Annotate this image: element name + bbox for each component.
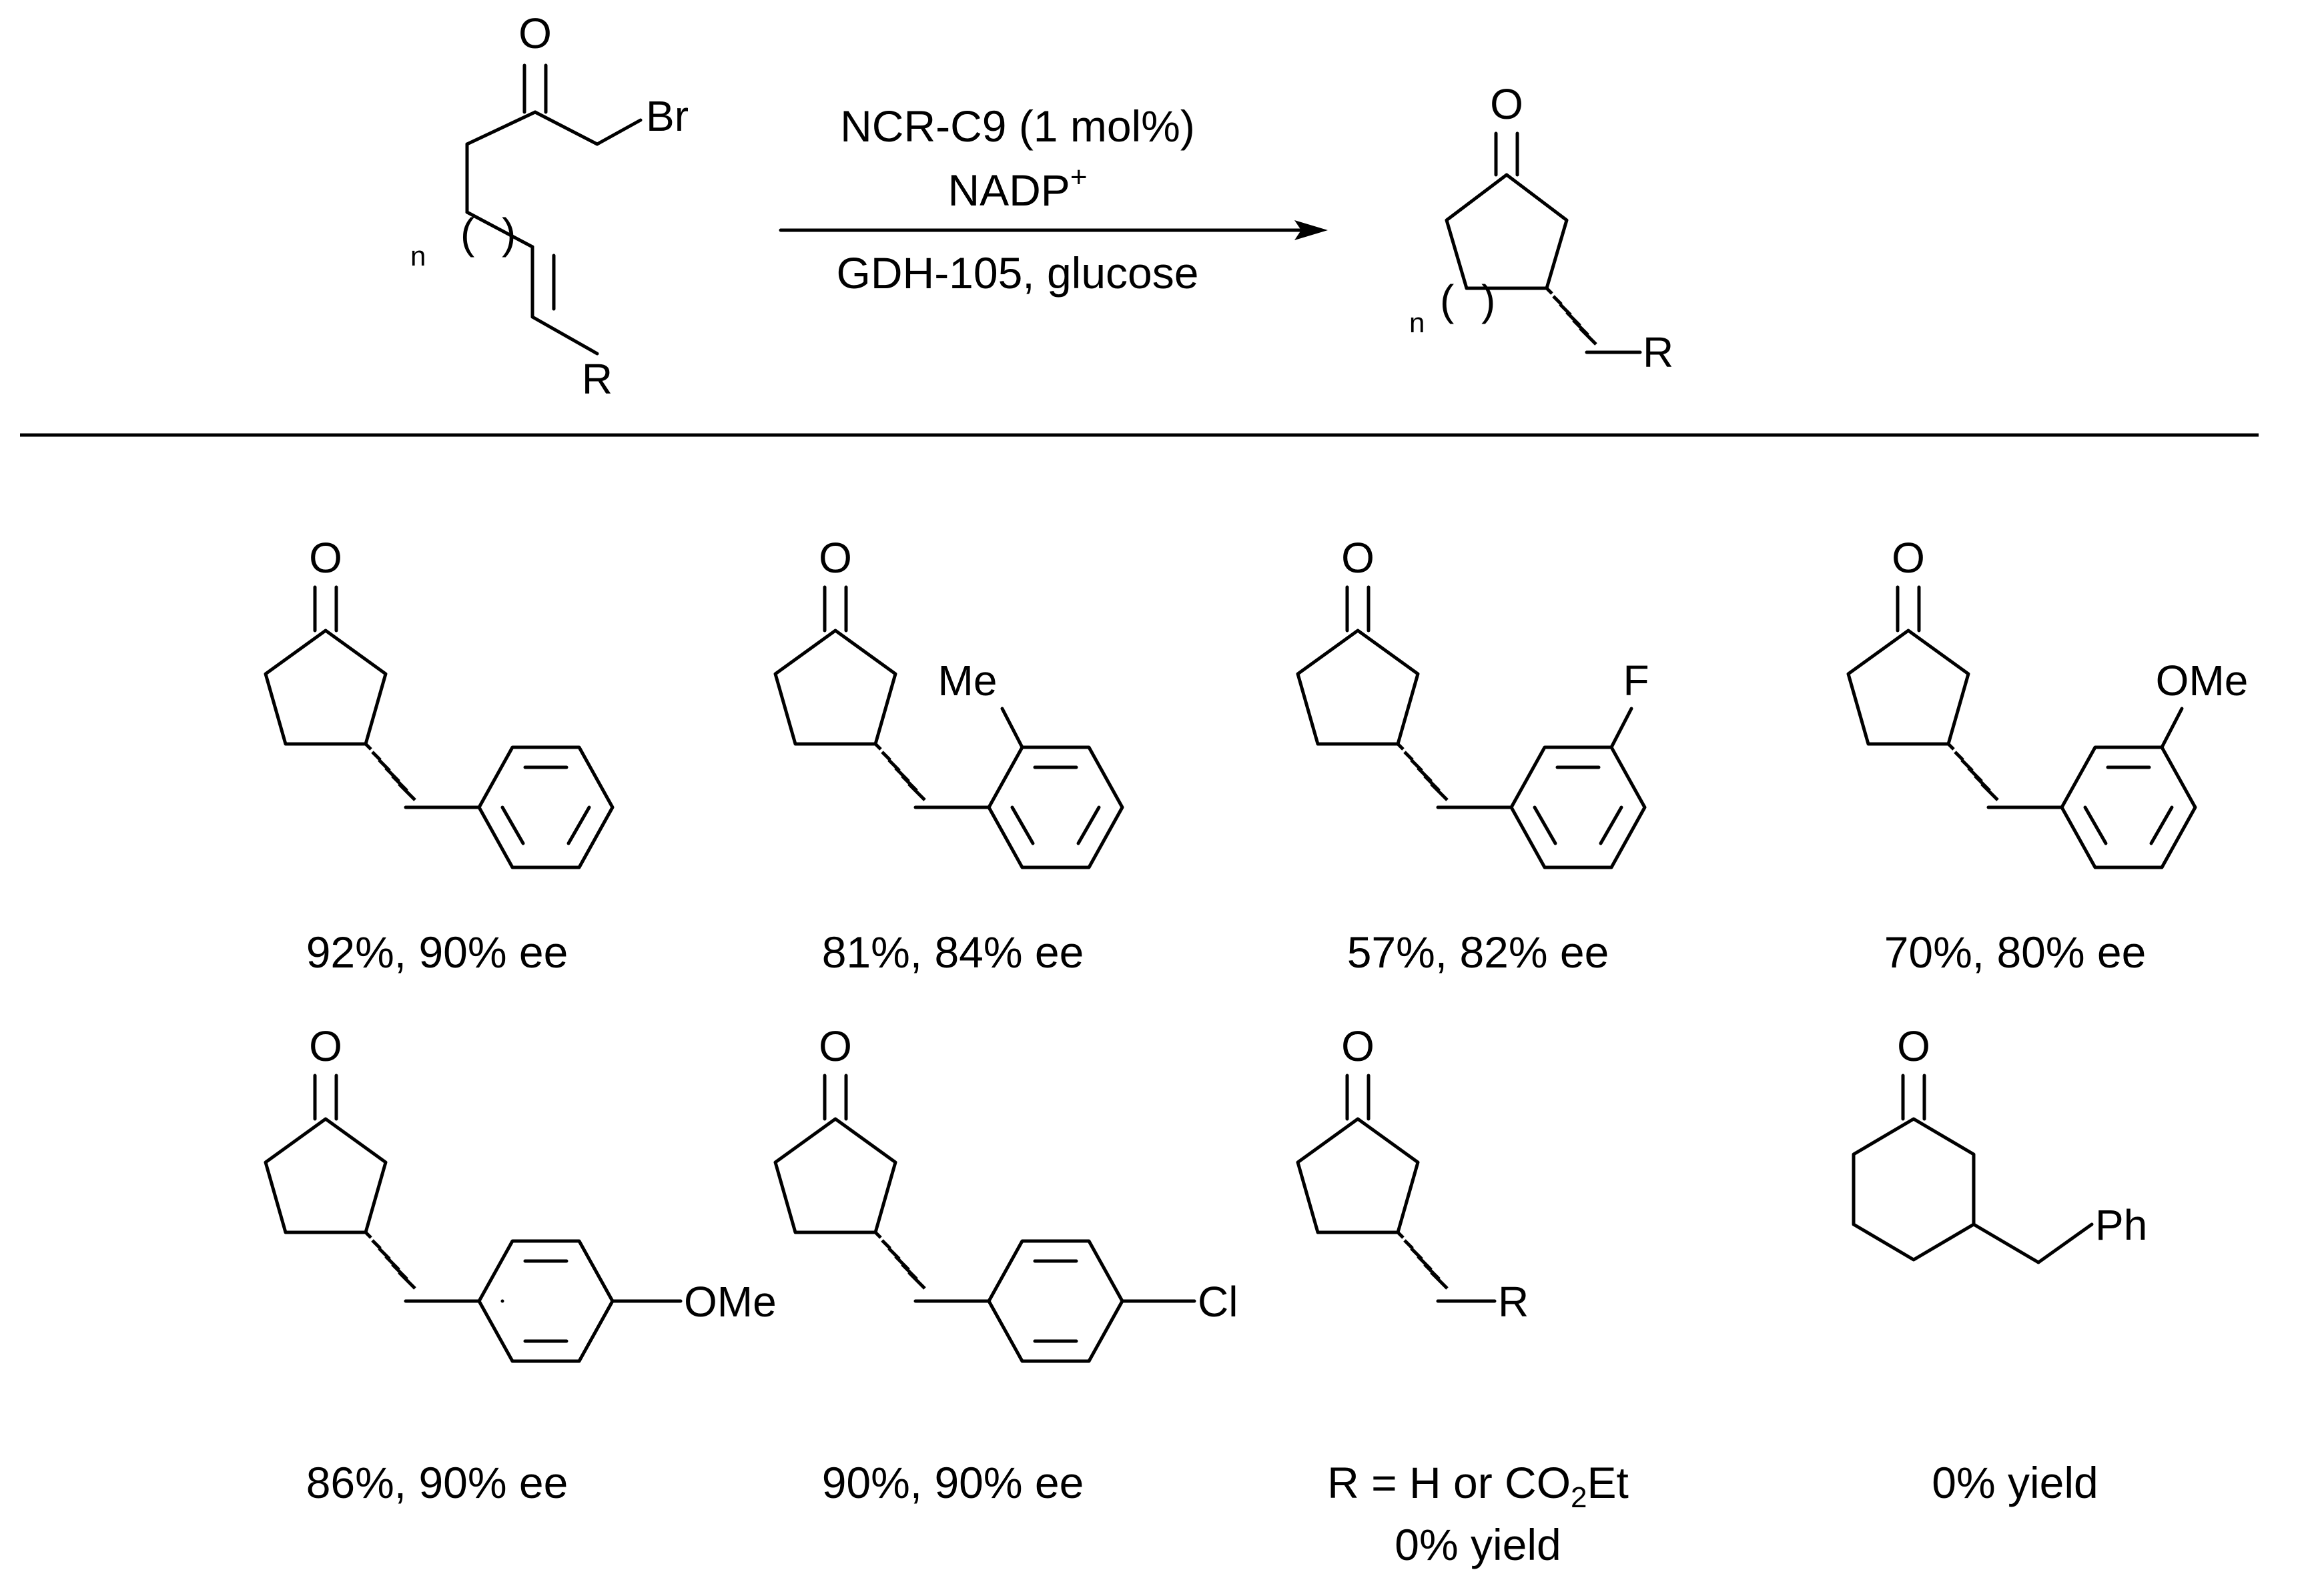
example-7-r-group: R xyxy=(1498,1278,1529,1326)
carbonyl-oxygen: O xyxy=(309,1022,342,1070)
product-paren-close: ) xyxy=(1481,276,1495,324)
example-2-structure: O xyxy=(773,534,1124,869)
carbonyl-oxygen: O xyxy=(1892,534,1925,582)
example-3-fluoro-label: F xyxy=(1623,657,1649,705)
reactant-paren-close: ) xyxy=(502,210,516,258)
reactant-bromine: Br xyxy=(646,92,689,140)
example-5-methoxy-label: OMe xyxy=(684,1278,777,1326)
condition-cofactor: NADP+ xyxy=(947,161,1087,215)
carbonyl-oxygen: O xyxy=(1897,1022,1930,1070)
reaction-arrowhead xyxy=(1294,220,1328,240)
cofactor-charge: + xyxy=(1070,161,1088,193)
example-6-structure: O xyxy=(773,1022,1196,1363)
example-7-structure: O xyxy=(1296,1022,1497,1303)
example-7-result-line1: R = H or CO2Et xyxy=(1327,1458,1629,1514)
example-4-methoxy-label: OMe xyxy=(2156,657,2249,705)
product-structure: O R ( ) n xyxy=(1409,80,1673,376)
reactant-bond xyxy=(533,110,599,146)
example-1-result: 92%, 90% ee xyxy=(306,927,568,977)
product-paren-open: ( xyxy=(1440,276,1454,324)
example-8-structure: O xyxy=(1852,1022,2094,1264)
cofactor-name: NADP xyxy=(947,165,1070,215)
carbonyl-oxygen: O xyxy=(1341,1022,1375,1070)
reactant-paren-open: ( xyxy=(460,210,474,258)
reactant-bond xyxy=(465,110,537,146)
result-subscript: 2 xyxy=(1571,1481,1587,1514)
carbonyl-oxygen: O xyxy=(309,534,342,582)
result-text-end: Et xyxy=(1587,1458,1629,1507)
reactant-carbonyl-oxygen: O xyxy=(518,9,552,57)
reactant-bond xyxy=(595,118,643,146)
reactant-bond xyxy=(465,210,534,249)
condition-regeneration: GDH-105, glucose xyxy=(837,248,1199,298)
example-3-result: 57%, 82% ee xyxy=(1347,927,1609,977)
example-5-structure: O xyxy=(264,1022,683,1363)
product-stereo-hash xyxy=(1545,287,1597,346)
condition-catalyst: NCR-C9 (1 mol%) xyxy=(840,101,1195,151)
example-6-chloro-label: Cl xyxy=(1198,1278,1238,1326)
carbonyl-oxygen: O xyxy=(819,1022,852,1070)
example-8-result: 0% yield xyxy=(1932,1458,2098,1507)
reaction-arrow-group: NCR-C9 (1 mol%) NADP+ GDH-105, glucose xyxy=(779,101,1328,298)
reactant-subscript-n: n xyxy=(410,240,426,272)
product-r-group: R xyxy=(1643,328,1673,376)
example-2-result: 81%, 84% ee xyxy=(822,927,1084,977)
carbonyl-oxygen: O xyxy=(819,534,852,582)
reactant-r-group: R xyxy=(582,355,613,403)
carbonyl-oxygen: O xyxy=(1341,534,1375,582)
product-carbonyl-oxygen: O xyxy=(1490,80,1523,128)
product-subscript-n: n xyxy=(1409,307,1425,338)
example-8-phenyl-label: Ph xyxy=(2095,1201,2147,1249)
example-4-structure: O xyxy=(1846,534,2197,869)
example-2-methyl-label: Me xyxy=(938,657,998,705)
product-ring xyxy=(1445,173,1569,290)
example-4-result: 70%, 80% ee xyxy=(1884,927,2147,977)
reactant-structure: O Br R ( ) n xyxy=(410,9,689,403)
example-1-structure: O xyxy=(264,534,615,869)
result-text: R = H or CO xyxy=(1327,1458,1571,1507)
example-3-structure: O xyxy=(1296,534,1647,869)
example-5-result: 86%, 90% ee xyxy=(306,1458,568,1507)
example-6-result: 90%, 90% ee xyxy=(822,1458,1084,1507)
reactant-bond xyxy=(530,315,599,356)
example-7-result-line2: 0% yield xyxy=(1395,1520,1561,1569)
